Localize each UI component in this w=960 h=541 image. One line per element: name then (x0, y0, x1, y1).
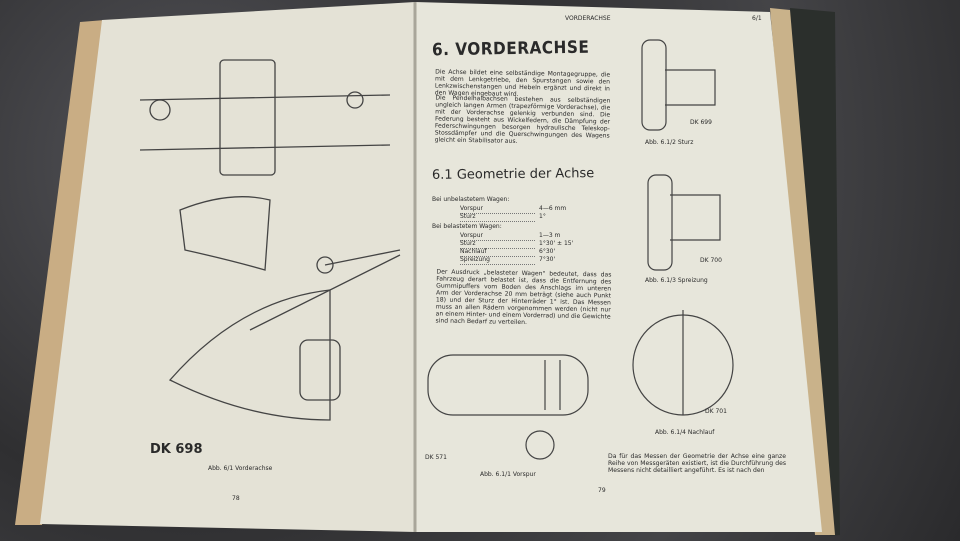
paragraph-4: Da für das Messen der Geometrie der Achs… (608, 453, 786, 474)
intro-paragraph-2: Die Pendelhalbachsen bestehen aus selbst… (434, 94, 611, 145)
loaded-label: Bei belastetem Wagen: (432, 223, 502, 230)
front-axle-drawing (139, 59, 401, 421)
left-page-edges (15, 20, 105, 525)
figure-caption: Abb. 6.1/4 Nachlauf (655, 429, 715, 436)
right-page (415, 2, 822, 532)
drawing-label: DK 698 (150, 442, 203, 457)
chapter-title: 6. VORDERACHSE (431, 37, 590, 61)
right-page-number: 79 (598, 487, 606, 494)
left-figure-caption: Abb. 6/1 Vorderachse (208, 465, 273, 472)
figure-caption: Abb. 6.1/1 Vorspur (480, 471, 536, 478)
right-page-edges (770, 8, 835, 535)
running-header: VORDERACHSE (565, 15, 611, 22)
figure-caption: Abb. 6.1/3 Spreizung (645, 277, 708, 284)
figures (427, 39, 734, 460)
section-title: 6.1 Geometrie der Achse (431, 166, 595, 183)
figure-label: DK 701 (705, 408, 727, 415)
figure-label: DK 699 (690, 119, 712, 126)
figure-label: DK 700 (700, 257, 722, 264)
figure-label: DK 571 (425, 454, 447, 461)
header-number: 6/1 (752, 15, 762, 22)
left-page-number: 78 (232, 495, 240, 502)
book-cover-edge (790, 8, 840, 536)
unloaded-label: Bei unbelastetem Wagen: (432, 196, 510, 203)
left-page (40, 2, 415, 532)
paragraph-3: Der Ausdruck „belasteter Wagen" bedeutet… (435, 268, 612, 327)
figure-caption: Abb. 6.1/2 Sturz (645, 139, 694, 146)
